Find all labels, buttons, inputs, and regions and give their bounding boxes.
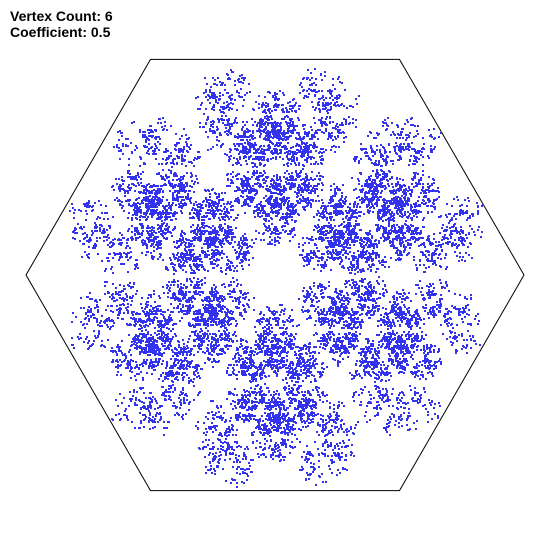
vertex-count-label: Vertex Count: xyxy=(10,8,102,24)
coefficient-label: Coefficient: xyxy=(10,24,87,40)
info-panel: Vertex Count: 6 Coefficient: 0.5 xyxy=(10,8,113,40)
fractal-points xyxy=(69,68,484,488)
coefficient-value: 0.5 xyxy=(90,24,111,40)
vertex-count-value: 6 xyxy=(104,8,113,24)
vertex-count-row: Vertex Count: 6 xyxy=(10,8,113,24)
coefficient-row: Coefficient: 0.5 xyxy=(10,24,113,40)
hexagon-outline xyxy=(25,58,525,492)
